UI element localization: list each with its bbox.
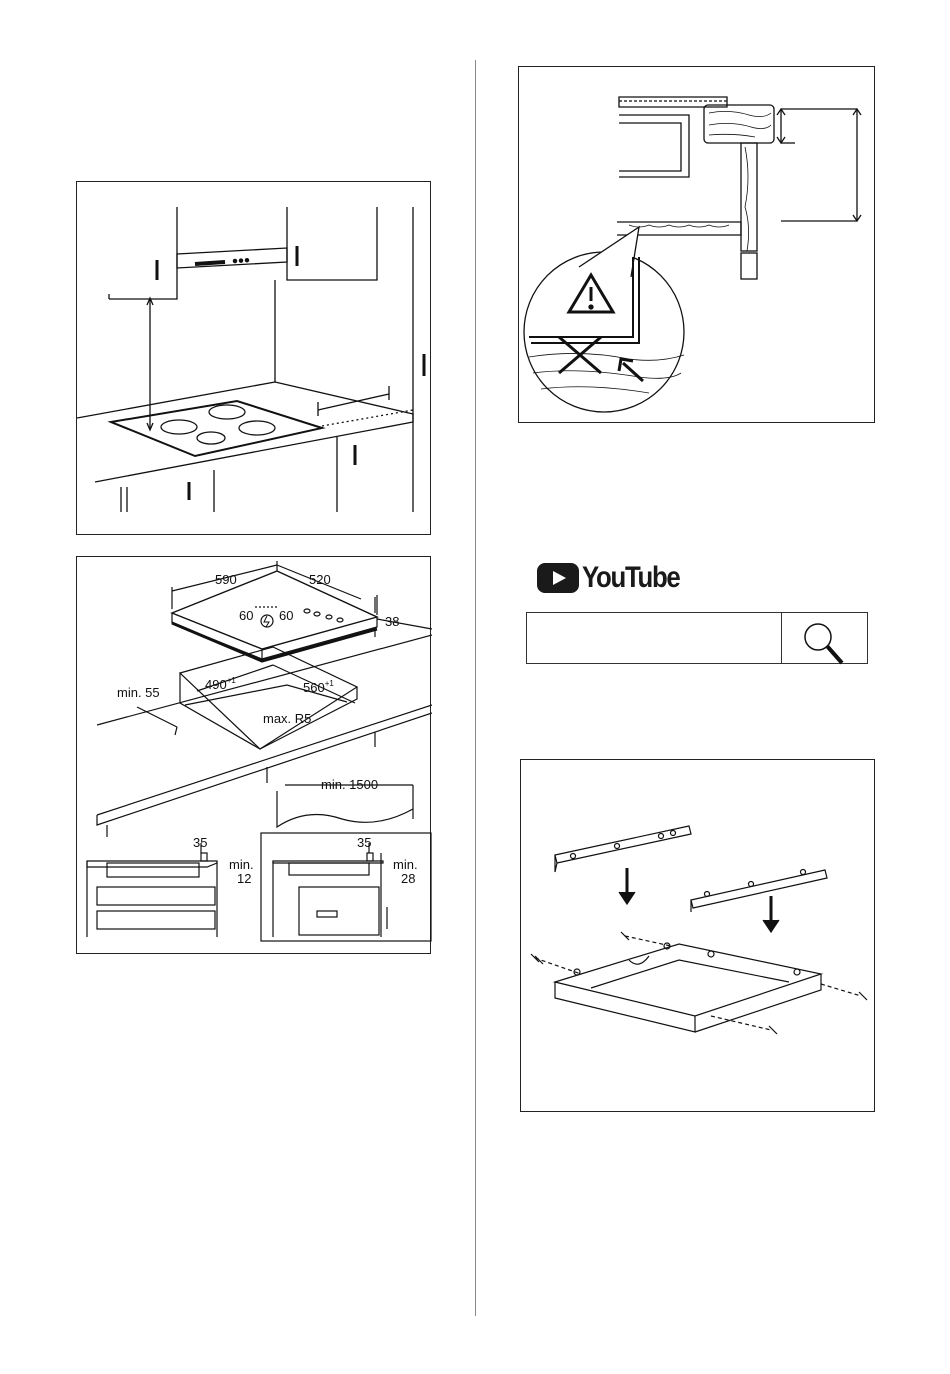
youtube-logo: YouTube xyxy=(537,560,695,596)
youtube-wordmark: YouTube xyxy=(582,561,680,595)
cross-section-warning-figure xyxy=(518,66,875,423)
column-divider xyxy=(475,60,476,1316)
search-bar xyxy=(526,612,868,664)
search-input[interactable] xyxy=(527,613,781,663)
bracket-assembly-figure xyxy=(520,759,875,1112)
magnifier-icon xyxy=(782,613,867,665)
search-button[interactable] xyxy=(781,613,867,663)
dimensions-figure: 590 520 38 60 60 490+1 560+1 max. R5 min… xyxy=(76,556,431,954)
play-icon xyxy=(537,563,579,593)
kitchen-installation-figure xyxy=(76,181,431,535)
